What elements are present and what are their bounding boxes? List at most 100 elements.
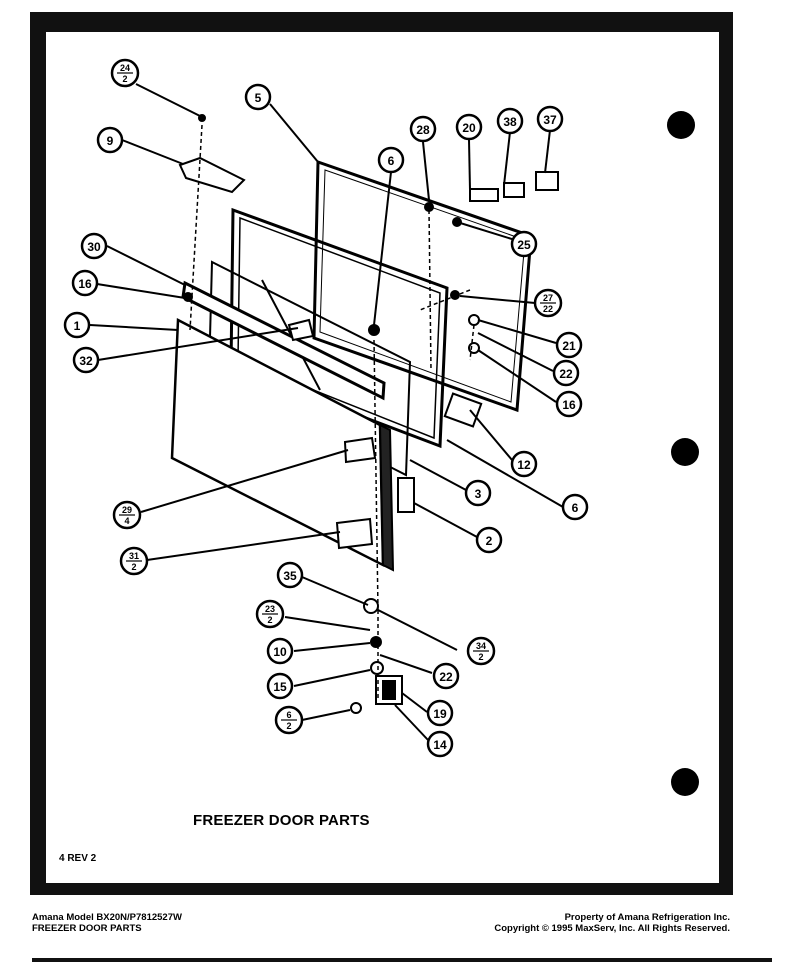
- callout-21: 21: [555, 331, 583, 359]
- revision-label: 4 REV 2: [59, 853, 97, 864]
- callout-9: 9: [96, 126, 124, 154]
- callout-32: 32: [72, 346, 100, 374]
- callout-denominator: 2: [131, 562, 136, 572]
- footer-section-line: FREEZER DOOR PARTS: [32, 923, 142, 934]
- callout-23-2: 232: [255, 599, 285, 629]
- callout-number: 16: [78, 277, 92, 291]
- footer-copyright-line: Copyright © 1995 MaxServ, Inc. All Right…: [494, 923, 730, 934]
- callout-circle: [475, 526, 503, 554]
- callout-circle: [244, 83, 272, 111]
- callout-30: 30: [80, 232, 108, 260]
- handle-part: [178, 156, 246, 194]
- callout-circle: [266, 637, 294, 665]
- callout-circle: [510, 230, 538, 258]
- bottom-rule: [32, 958, 772, 962]
- callout-denominator: 2: [122, 74, 127, 84]
- callout-number: 12: [517, 458, 531, 472]
- callout-number: 22: [559, 367, 573, 381]
- callout-denominator: 2: [267, 615, 272, 625]
- callout-circle: [510, 450, 538, 478]
- diagram-caption: FREEZER DOOR PARTS: [193, 812, 370, 829]
- door-parts-drawing: [170, 114, 559, 714]
- callout-number: 22: [439, 670, 453, 684]
- callout-circle: [71, 269, 99, 297]
- callout-6-2: 62: [274, 705, 304, 735]
- callout-number: 35: [283, 569, 297, 583]
- callout-2: 2: [475, 526, 503, 554]
- callout-19: 19: [426, 699, 454, 727]
- callout-22b: 22: [432, 662, 460, 690]
- callout-3: 3: [464, 479, 492, 507]
- callout-number: 32: [79, 354, 93, 368]
- callout-denominator: 2: [286, 721, 291, 731]
- callout-number: 9: [107, 134, 114, 148]
- channel-part: [443, 392, 483, 428]
- callout-number: 10: [273, 645, 287, 659]
- callout-circle: [555, 331, 583, 359]
- callout-numerator: 34: [476, 641, 486, 651]
- callout-5: 5: [244, 83, 272, 111]
- callout-circle: [96, 126, 124, 154]
- part-2: [397, 477, 415, 513]
- callout-number: 38: [503, 115, 517, 129]
- callout-circle: [63, 311, 91, 339]
- callout-circle: [426, 730, 454, 758]
- binder-hole-bottom: [671, 768, 699, 796]
- callout-31-2: 312: [119, 546, 149, 576]
- footer-model-line: Amana Model BX20N/P7812527W: [32, 912, 182, 923]
- callout-circle: [377, 146, 405, 174]
- callout-circle: [536, 105, 564, 133]
- callout-number: 14: [433, 738, 447, 752]
- callout-circle: [555, 390, 583, 418]
- callout-22a: 22: [552, 359, 580, 387]
- callout-circle: [464, 479, 492, 507]
- callout-16b: 16: [555, 390, 583, 418]
- footer-copyright: Property of Amana Refrigeration Inc. Cop…: [494, 912, 730, 934]
- callout-12: 12: [510, 450, 538, 478]
- callout-number: 20: [462, 121, 476, 135]
- callout-number: 37: [543, 113, 557, 127]
- callout-number: 5: [255, 91, 262, 105]
- callout-denominator: 4: [124, 516, 129, 526]
- callout-1: 1: [63, 311, 91, 339]
- callout-circle: [72, 346, 100, 374]
- callout-number: 21: [562, 339, 576, 353]
- callout-37: 37: [536, 105, 564, 133]
- callout-16a: 16: [71, 269, 99, 297]
- callout-38: 38: [496, 107, 524, 135]
- callout-35: 35: [276, 561, 304, 589]
- callout-circle: [552, 359, 580, 387]
- callout-number: 30: [87, 240, 101, 254]
- binder-hole-top: [667, 111, 695, 139]
- binder-hole-middle: [671, 438, 699, 466]
- footer-property-line: Property of Amana Refrigeration Inc.: [564, 912, 730, 923]
- callout-6a: 6: [377, 146, 405, 174]
- callout-circle: [432, 662, 460, 690]
- callout-circle: [455, 113, 483, 141]
- callout-34-2: 342: [466, 636, 496, 666]
- leader-lines: [89, 83, 564, 741]
- gasket-frame-part: [312, 159, 533, 413]
- callout-29-4: 294: [112, 500, 142, 530]
- callout-circle: [561, 493, 589, 521]
- alignment-dashes: [189, 124, 475, 700]
- callout-6b: 6: [561, 493, 589, 521]
- callout-numerator: 6: [286, 710, 291, 720]
- callout-circle: [426, 699, 454, 727]
- callout-28: 28: [409, 115, 437, 143]
- callout-number: 28: [416, 123, 430, 137]
- callout-number: 2: [486, 534, 493, 548]
- callout-number: 25: [517, 238, 531, 252]
- callout-circle: [496, 107, 524, 135]
- callout-number: 6: [388, 154, 395, 168]
- callout-number: 3: [475, 487, 482, 501]
- callout-number: 19: [433, 707, 447, 721]
- callout-numerator: 29: [122, 505, 132, 515]
- callout-15: 15: [266, 672, 294, 700]
- footer-model-info: Amana Model BX20N/P7812527W FREEZER DOOR…: [32, 912, 182, 934]
- callout-circle: [276, 561, 304, 589]
- callout-number: 16: [562, 398, 576, 412]
- callout-24-2: 242: [110, 58, 140, 88]
